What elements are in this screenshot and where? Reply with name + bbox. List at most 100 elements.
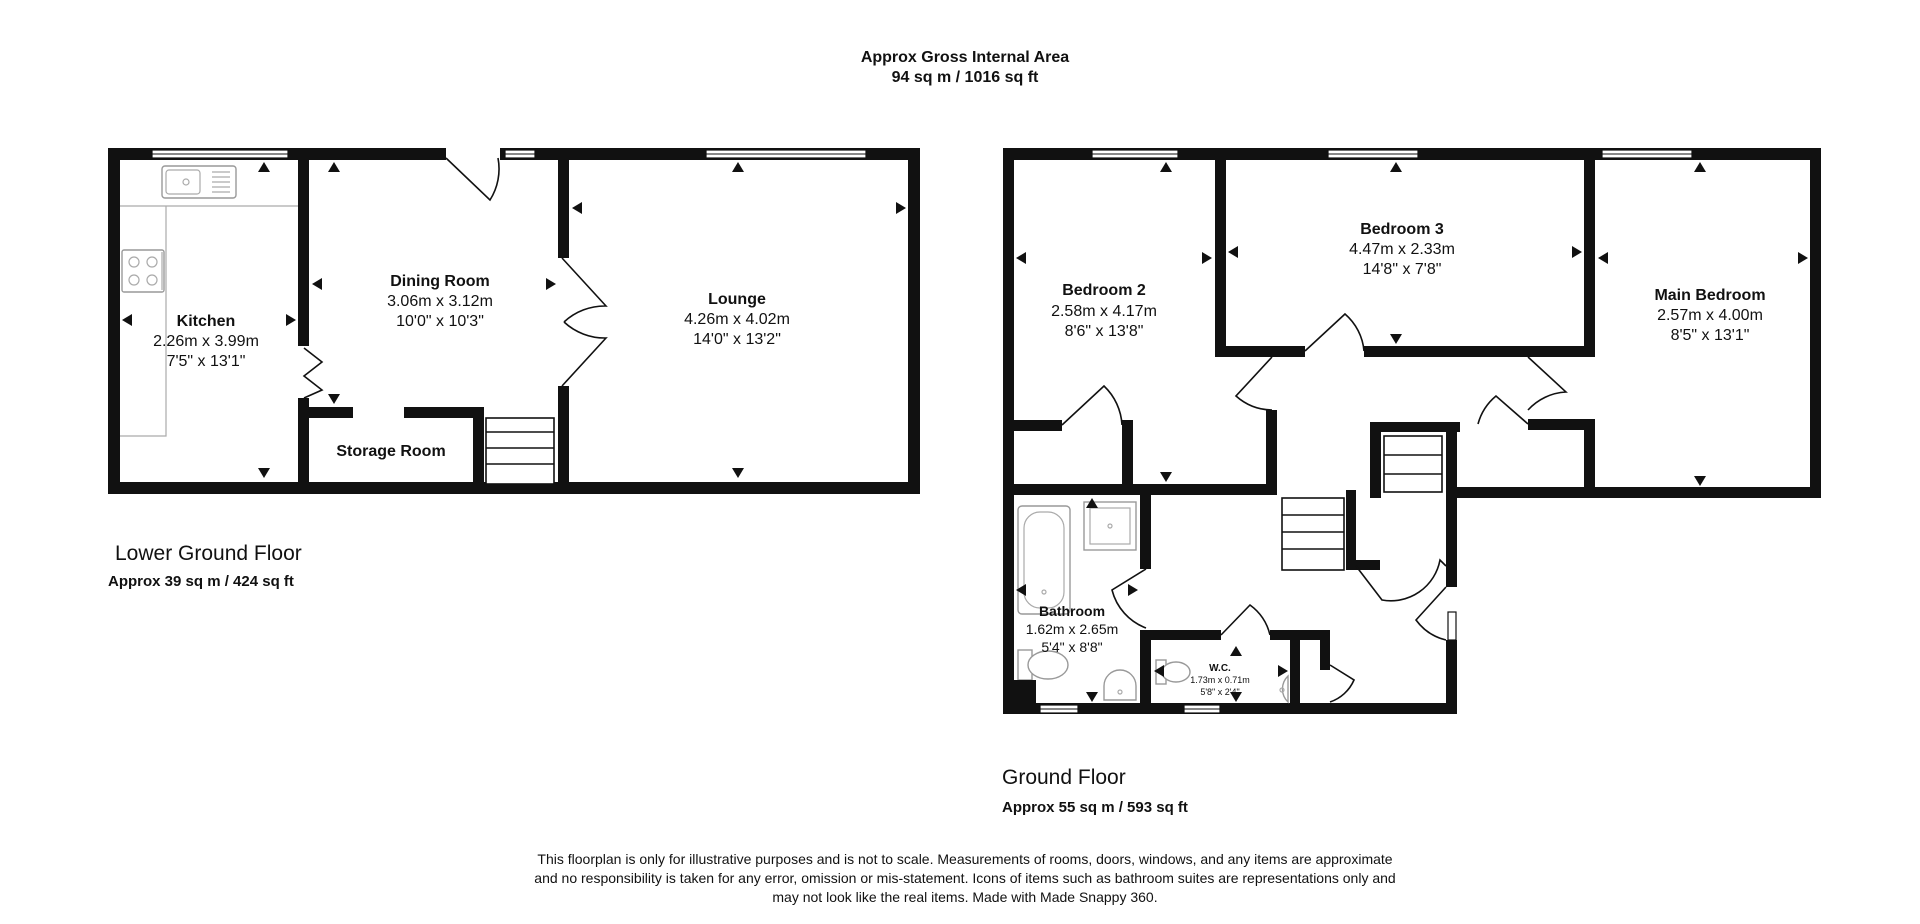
room-metric-bathroom: 1.62m x 2.65m: [1026, 621, 1119, 637]
wall: [1014, 484, 1277, 495]
room-imperial-bedroom3: 14'8" x 7'8": [1363, 261, 1442, 278]
room-metric-main-bedroom: 2.57m x 4.00m: [1657, 307, 1763, 324]
door-swing: [1061, 384, 1123, 426]
dimension-arrow: [1086, 692, 1098, 702]
room-name-bathroom: Bathroom: [1039, 603, 1105, 619]
wall: [1003, 703, 1457, 714]
dimension-arrow: [1390, 334, 1402, 344]
wall: [1140, 495, 1151, 569]
dimension-arrow: [122, 314, 132, 326]
room-imperial-dining: 10'0" x 10'3": [396, 313, 484, 330]
door-swing: [1304, 312, 1365, 352]
gross-area-value: 94 sq m / 1016 sq ft: [892, 69, 1039, 86]
wall: [1370, 422, 1460, 432]
wall: [1456, 487, 1821, 498]
wall: [108, 148, 120, 494]
dimension-arrow: [1798, 252, 1808, 264]
disclaimer-line-2: and no responsibility is taken for any e…: [534, 870, 1395, 886]
wall: [1584, 346, 1595, 351]
hob-icon: [121, 249, 165, 293]
dimension-arrow: [1086, 498, 1098, 508]
floor-name-lower: Lower Ground Floor: [115, 542, 302, 565]
gross-area-title: Approx Gross Internal Area: [861, 49, 1069, 66]
wall: [1215, 160, 1226, 356]
room-metric-bedroom3: 4.47m x 2.33m: [1349, 241, 1455, 258]
door-swing: [445, 157, 500, 202]
wall: [1266, 410, 1277, 486]
floor-area-ground: Approx 55 sq m / 593 sq ft: [1002, 799, 1188, 816]
dimension-arrow: [1598, 252, 1608, 264]
wall: [1446, 487, 1457, 587]
wall: [1014, 680, 1036, 704]
dimension-arrow: [1278, 665, 1288, 677]
room-metric-kitchen: 2.26m x 3.99m: [153, 333, 259, 350]
dimension-arrow: [1572, 246, 1582, 258]
wall: [1584, 419, 1595, 498]
room-name-wc: W.C.: [1209, 663, 1231, 674]
room-metric-wc: 1.73m x 0.71m: [1190, 675, 1250, 685]
shower-icon: [1083, 501, 1137, 551]
disclaimer-line-1: This floorplan is only for illustrative …: [537, 851, 1392, 867]
dimension-arrow: [1160, 472, 1172, 482]
toilet-icon: [1017, 649, 1069, 681]
door-swing: [1220, 603, 1271, 636]
wall: [298, 398, 309, 484]
door-swing: [1355, 558, 1447, 602]
wall: [1290, 630, 1300, 714]
dimension-arrow: [1128, 584, 1138, 596]
bifold-door: [302, 347, 324, 399]
door-swing: [1234, 356, 1273, 411]
counter: [120, 206, 167, 437]
wall: [404, 407, 484, 418]
dimension-arrow: [1016, 584, 1026, 596]
dimension-arrow: [1160, 162, 1172, 172]
dimension-arrow: [1228, 246, 1238, 258]
wall: [1140, 630, 1151, 714]
dimension-arrow: [328, 394, 340, 404]
dimension-arrow: [732, 162, 744, 172]
disclaimer-line-3: may not look like the real items. Made w…: [772, 889, 1157, 905]
dimension-arrow: [328, 162, 340, 172]
dimension-arrow: [1230, 646, 1242, 656]
door-swing: [561, 257, 608, 323]
dimension-arrow: [1016, 252, 1026, 264]
room-imperial-bathroom: 5'4" x 8'8": [1041, 639, 1102, 655]
room-imperial-wc: 5'8" x 2'4": [1200, 687, 1239, 697]
room-imperial-main-bedroom: 8'5" x 13'1": [1671, 327, 1750, 344]
door-swing: [1477, 394, 1529, 425]
ground-floor-plan: Bedroom 2 2.58m x 4.17m 8'6" x 13'8" Bed…: [1003, 148, 1821, 714]
dimension-arrow: [1694, 162, 1706, 172]
lower-ground-floor-plan: Kitchen 2.26m x 3.99m 7'5" x 13'1" Dinin…: [108, 148, 920, 494]
sink-icon: [161, 165, 237, 199]
wall: [1346, 560, 1380, 570]
door-swing: [561, 321, 608, 387]
room-name-bedroom2: Bedroom 2: [1062, 282, 1146, 299]
wall: [1320, 630, 1330, 670]
room-imperial-lounge: 14'0" x 13'2": [693, 331, 781, 348]
staircase: [1281, 497, 1345, 571]
staircase: [485, 417, 555, 485]
wall: [1446, 640, 1457, 714]
wall: [1151, 630, 1221, 640]
wall: [1215, 346, 1305, 357]
dimension-arrow: [258, 468, 270, 478]
room-name-dining: Dining Room: [390, 273, 490, 290]
dimension-arrow: [732, 468, 744, 478]
wall: [473, 407, 484, 484]
dimension-arrow: [896, 202, 906, 214]
dimension-arrow: [1230, 692, 1242, 702]
staircase: [1383, 435, 1443, 493]
room-name-bedroom3: Bedroom 3: [1360, 221, 1444, 238]
wc-basin-icon: [1279, 674, 1289, 704]
window: [1447, 611, 1457, 641]
wall: [558, 386, 569, 484]
dimension-arrow: [546, 278, 556, 290]
wall: [1364, 346, 1584, 357]
dimension-arrow: [1154, 665, 1164, 677]
wall: [558, 160, 569, 258]
room-metric-lounge: 4.26m x 4.02m: [684, 311, 790, 328]
room-name-storage: Storage Room: [336, 443, 445, 460]
dimension-arrow: [572, 202, 582, 214]
room-name-kitchen: Kitchen: [177, 313, 236, 330]
